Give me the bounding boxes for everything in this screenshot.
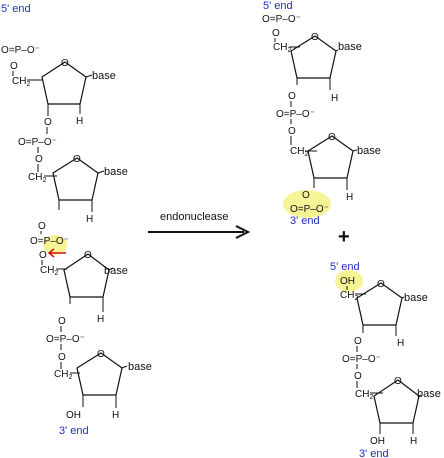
ch2-label: CH2 bbox=[290, 146, 308, 158]
ch2-label: CH2 bbox=[340, 290, 358, 302]
deoxyribose-ring bbox=[63, 253, 110, 298]
deoxyribose-ring bbox=[76, 352, 123, 396]
downstream-fragment: 5' end OH CH2 O base H O O=P–O⁻ O CH2 O … bbox=[330, 261, 441, 458]
left-3-prime-label: 3' end bbox=[59, 425, 89, 437]
hydroxyl-label: OH bbox=[66, 410, 81, 421]
oxygen-label: O bbox=[354, 336, 362, 347]
upper-3-prime-label: 3' end bbox=[290, 215, 320, 227]
oxygen-label: O bbox=[288, 126, 296, 137]
endonuclease-label: endonuclease bbox=[160, 211, 229, 223]
hydrogen-label: H bbox=[346, 192, 353, 203]
oxygen-label: O bbox=[354, 371, 362, 382]
oxygen-label: O bbox=[288, 91, 296, 102]
deoxyribose-ring bbox=[290, 35, 337, 79]
ring-oxygen: O bbox=[394, 376, 402, 387]
base-label: base bbox=[128, 361, 152, 373]
ring-oxygen: O bbox=[328, 132, 336, 143]
left-5-prime-label: 5' end bbox=[1, 3, 31, 15]
oxygen-label: O bbox=[302, 190, 310, 201]
ch2-label: CH2 bbox=[40, 265, 58, 277]
phosphate-label: O=P–O⁻ bbox=[276, 109, 315, 120]
base-label: base bbox=[357, 145, 381, 157]
plus-sign: + bbox=[338, 226, 350, 248]
cut-arrow bbox=[47, 248, 66, 258]
phosphate-label: O=P–O⁻ bbox=[1, 45, 40, 56]
three-prime-phosphate-highlight bbox=[283, 190, 331, 218]
oxygen-label: O bbox=[58, 352, 66, 363]
reaction-arrow: endonuclease bbox=[148, 211, 251, 239]
base-label: base bbox=[404, 292, 428, 304]
hydrogen-label: H bbox=[410, 436, 417, 447]
phosphate-label: O=P–O⁻ bbox=[46, 334, 85, 345]
hydrogen-label: H bbox=[97, 314, 104, 325]
base-label: base bbox=[417, 388, 441, 400]
deoxyribose-ring bbox=[373, 379, 420, 424]
hydroxyl-label: OH bbox=[340, 276, 355, 287]
base-label: base bbox=[338, 41, 362, 53]
lower-3-prime-label: 3' end bbox=[359, 448, 389, 458]
ring-oxygen: O bbox=[73, 154, 81, 165]
cleavage-site-highlight bbox=[43, 235, 67, 255]
phosphate-label: O=P–O⁻ bbox=[290, 204, 329, 215]
ch2-label: CH2 bbox=[54, 369, 72, 381]
deoxyribose-ring bbox=[356, 282, 403, 326]
hydrogen-label: H bbox=[86, 214, 93, 225]
hydrogen-label: H bbox=[76, 116, 83, 127]
ring-oxygen: O bbox=[377, 279, 385, 290]
oxygen-label: O bbox=[272, 28, 280, 39]
oxygen-label: O bbox=[58, 316, 66, 327]
phosphate-label: O=P–O⁻ bbox=[342, 354, 381, 365]
ch2-label: CH2 bbox=[355, 389, 373, 401]
ring-oxygen: O bbox=[311, 32, 319, 43]
oxygen-label: O bbox=[39, 250, 47, 261]
left-strand: 5' end O=P–O⁻ O CH2 O base H O O=P–O⁻ O … bbox=[1, 3, 152, 437]
ch2-label: CH2 bbox=[12, 76, 30, 88]
hydroxyl-label: OH bbox=[370, 436, 385, 447]
deoxyribose-ring bbox=[307, 135, 354, 179]
oxygen-label: O bbox=[38, 221, 46, 232]
ch2-label: CH2 bbox=[273, 42, 291, 54]
upper-5-prime-label: 5' end bbox=[263, 0, 293, 12]
upstream-fragment: 5' end O=P–O⁻ O CH2 O base H O O=P–O⁻ O … bbox=[262, 0, 381, 227]
base-label: base bbox=[104, 265, 128, 277]
hydrogen-label: H bbox=[112, 410, 119, 421]
ring-oxygen: O bbox=[97, 349, 105, 360]
base-label: base bbox=[104, 166, 128, 178]
phosphate-label: O=P–O⁻ bbox=[30, 236, 69, 247]
base-label: base bbox=[92, 70, 116, 82]
oxygen-label: O bbox=[35, 154, 43, 165]
deoxyribose-ring bbox=[41, 61, 87, 105]
lower-5-prime-label: 5' end bbox=[330, 261, 360, 273]
hydrogen-label: H bbox=[397, 338, 404, 349]
phosphate-label: O=P–O⁻ bbox=[262, 14, 301, 25]
phosphate-label: O=P–O⁻ bbox=[18, 137, 57, 148]
oxygen-label: O bbox=[44, 117, 52, 128]
ring-oxygen: O bbox=[84, 250, 92, 261]
five-prime-hydroxyl-highlight bbox=[335, 270, 363, 292]
ring-oxygen: O bbox=[61, 58, 69, 69]
oxygen-label: O bbox=[10, 61, 18, 72]
deoxyribose-ring bbox=[52, 157, 99, 201]
ch2-label: CH2 bbox=[28, 172, 46, 184]
hydrogen-label: H bbox=[331, 93, 338, 104]
